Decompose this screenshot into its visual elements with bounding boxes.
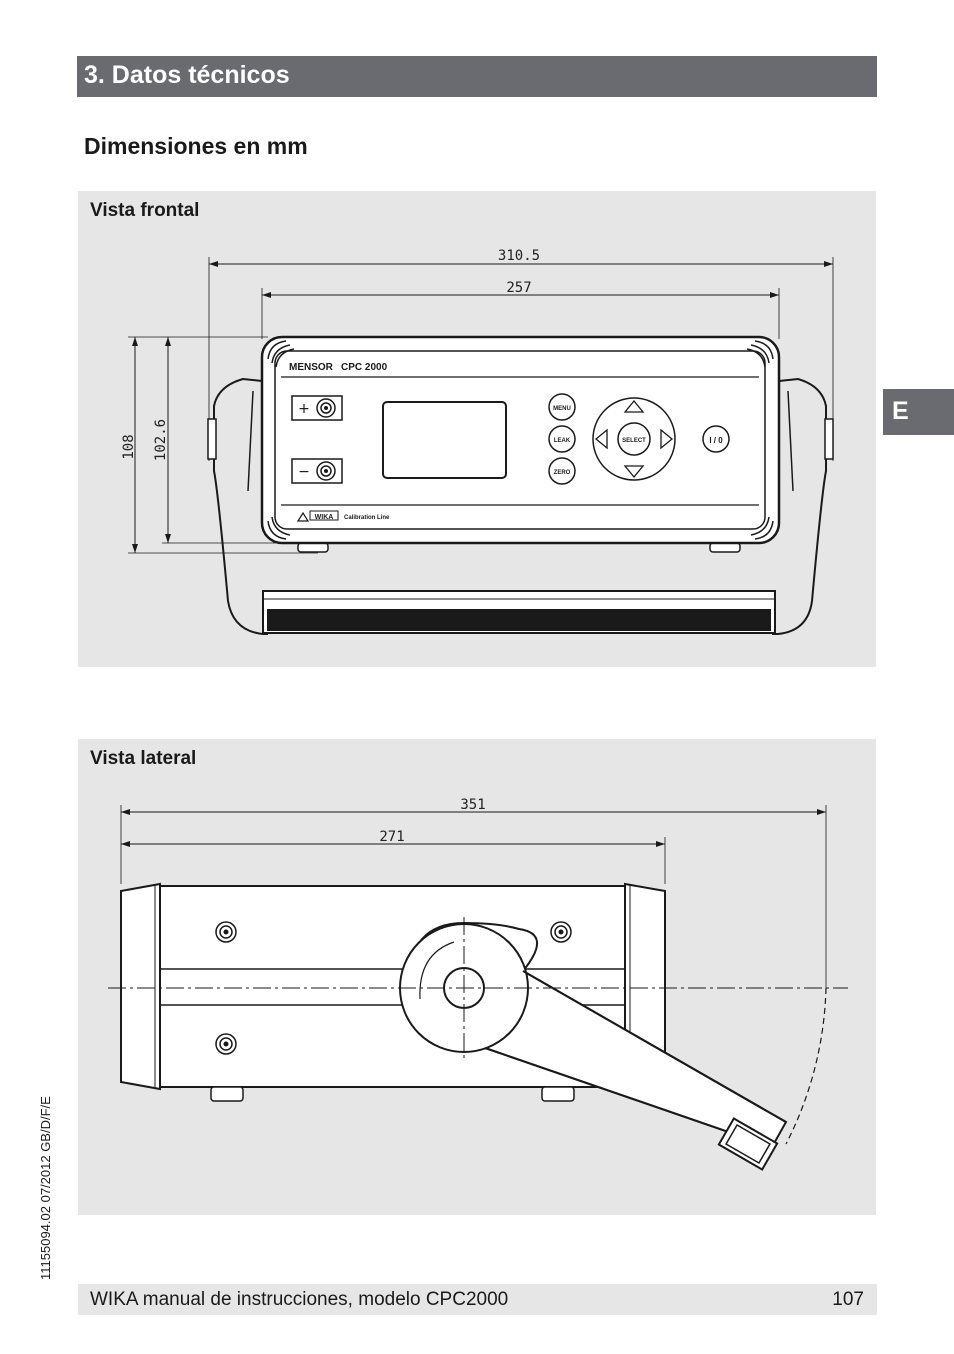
zero-button-label: ZERO [554, 470, 571, 476]
side-view-panel: 351 271 [78, 739, 876, 1215]
power-button-label: I / 0 [709, 436, 723, 445]
subheading: Dimensiones en mm [84, 133, 308, 159]
dim-total-width: 310.5 [498, 248, 540, 264]
port-minus-label: − [298, 464, 310, 480]
device-brand: MENSOR [289, 362, 334, 373]
select-button-label: SELECT [622, 438, 646, 444]
front-view-panel: 310.5 257 108 102.6 [78, 191, 876, 667]
language-tab[interactable]: E [883, 389, 954, 435]
page-number: 107 [832, 1289, 864, 1310]
side-view-title: Vista lateral [90, 748, 197, 769]
front-view-title: Vista frontal [90, 200, 200, 221]
port-plus-label: + [298, 401, 310, 417]
device-model: CPC 2000 [341, 362, 388, 373]
footer: WIKA manual de instrucciones, modelo CPC… [78, 1284, 877, 1315]
document-code: 11155094.02 07/2012 GB/D/F/E [38, 1096, 53, 1280]
leak-button-label: LEAK [554, 438, 571, 444]
dim-total-length: 351 [460, 797, 485, 813]
side-view-drawing: 351 271 [108, 797, 848, 1171]
dim-body-height: 102.6 [153, 419, 169, 461]
section-title: 3. Datos técnicos [84, 61, 290, 89]
language-tab-label: E [892, 397, 909, 425]
section-header: 3. Datos técnicos [77, 56, 877, 97]
dim-total-height: 108 [121, 434, 137, 459]
dim-body-width: 257 [506, 280, 531, 296]
tagline: Calibration Line [344, 515, 390, 521]
dim-body-length: 271 [379, 829, 404, 845]
front-view-drawing: 310.5 257 108 102.6 [121, 248, 834, 635]
wika-logo: WIKA [315, 514, 334, 521]
menu-button-label: MENU [553, 406, 571, 412]
footer-text: WIKA manual de instrucciones, modelo CPC… [90, 1289, 509, 1310]
